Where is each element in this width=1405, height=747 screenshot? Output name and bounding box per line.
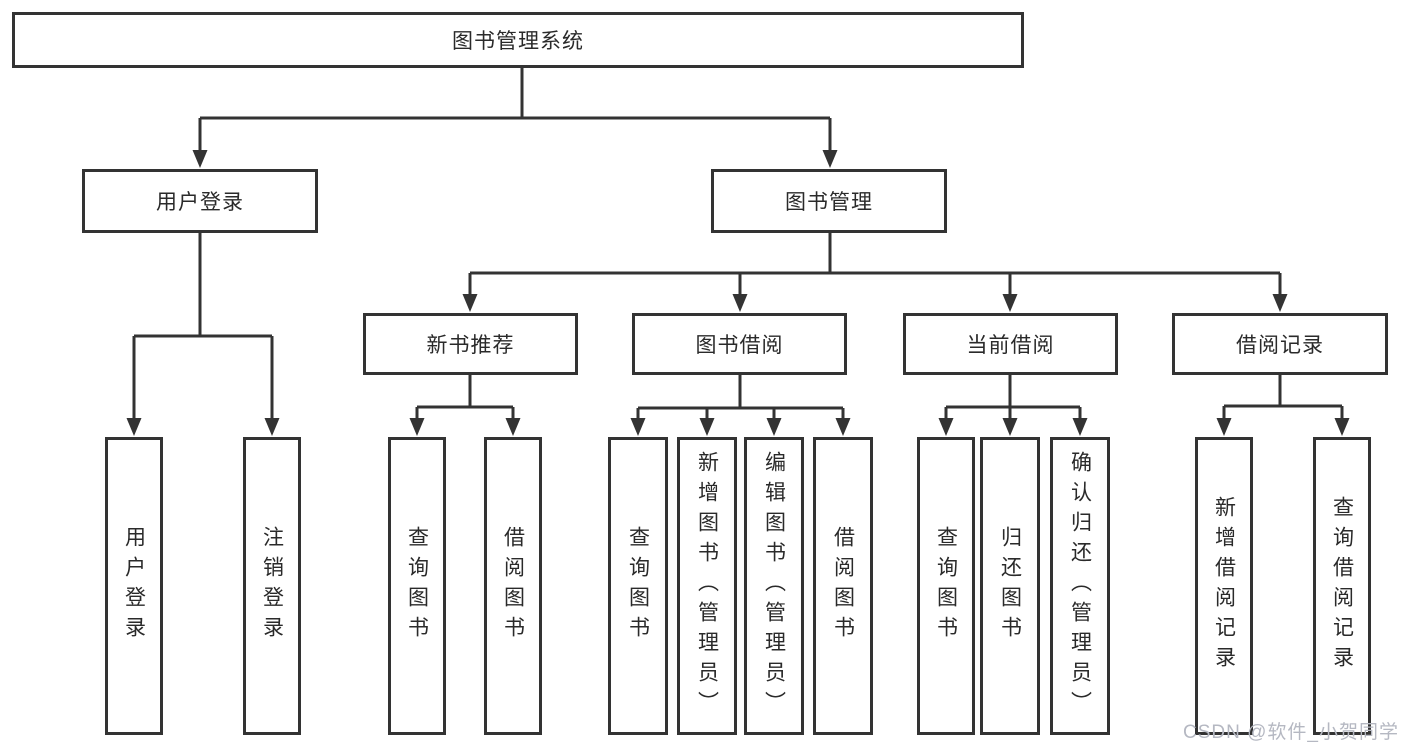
- node-borrow-books-under-borrow: 借阅图书: [813, 437, 873, 735]
- node-book-borrow: 图书借阅: [632, 313, 847, 375]
- node-root: 图书管理系统: [12, 12, 1024, 68]
- node-query-books-under-recommend: 查询图书: [388, 437, 446, 735]
- node-query-books-under-current: 查询图书: [917, 437, 975, 735]
- node-confirm-return-admin: 确认归还（管理员）: [1050, 437, 1110, 735]
- node-borrow-records: 借阅记录: [1172, 313, 1388, 375]
- node-user-login-leaf: 用户登录: [105, 437, 163, 735]
- node-return-books: 归还图书: [980, 437, 1040, 735]
- node-new-book-recommend: 新书推荐: [363, 313, 578, 375]
- node-add-borrow-record: 新增借阅记录: [1195, 437, 1253, 735]
- node-logout-leaf: 注销登录: [243, 437, 301, 735]
- node-current-borrow: 当前借阅: [903, 313, 1118, 375]
- node-query-borrow-record: 查询借阅记录: [1313, 437, 1371, 735]
- node-user-login: 用户登录: [82, 169, 318, 233]
- node-add-books-admin: 新增图书（管理员）: [677, 437, 737, 735]
- node-edit-books-admin: 编辑图书（管理员）: [744, 437, 804, 735]
- csdn-watermark: CSDN @软件_小贺同学: [1183, 722, 1399, 743]
- node-book-management: 图书管理: [711, 169, 947, 233]
- node-query-books-under-borrow: 查询图书: [608, 437, 668, 735]
- node-borrow-books-under-recommend: 借阅图书: [484, 437, 542, 735]
